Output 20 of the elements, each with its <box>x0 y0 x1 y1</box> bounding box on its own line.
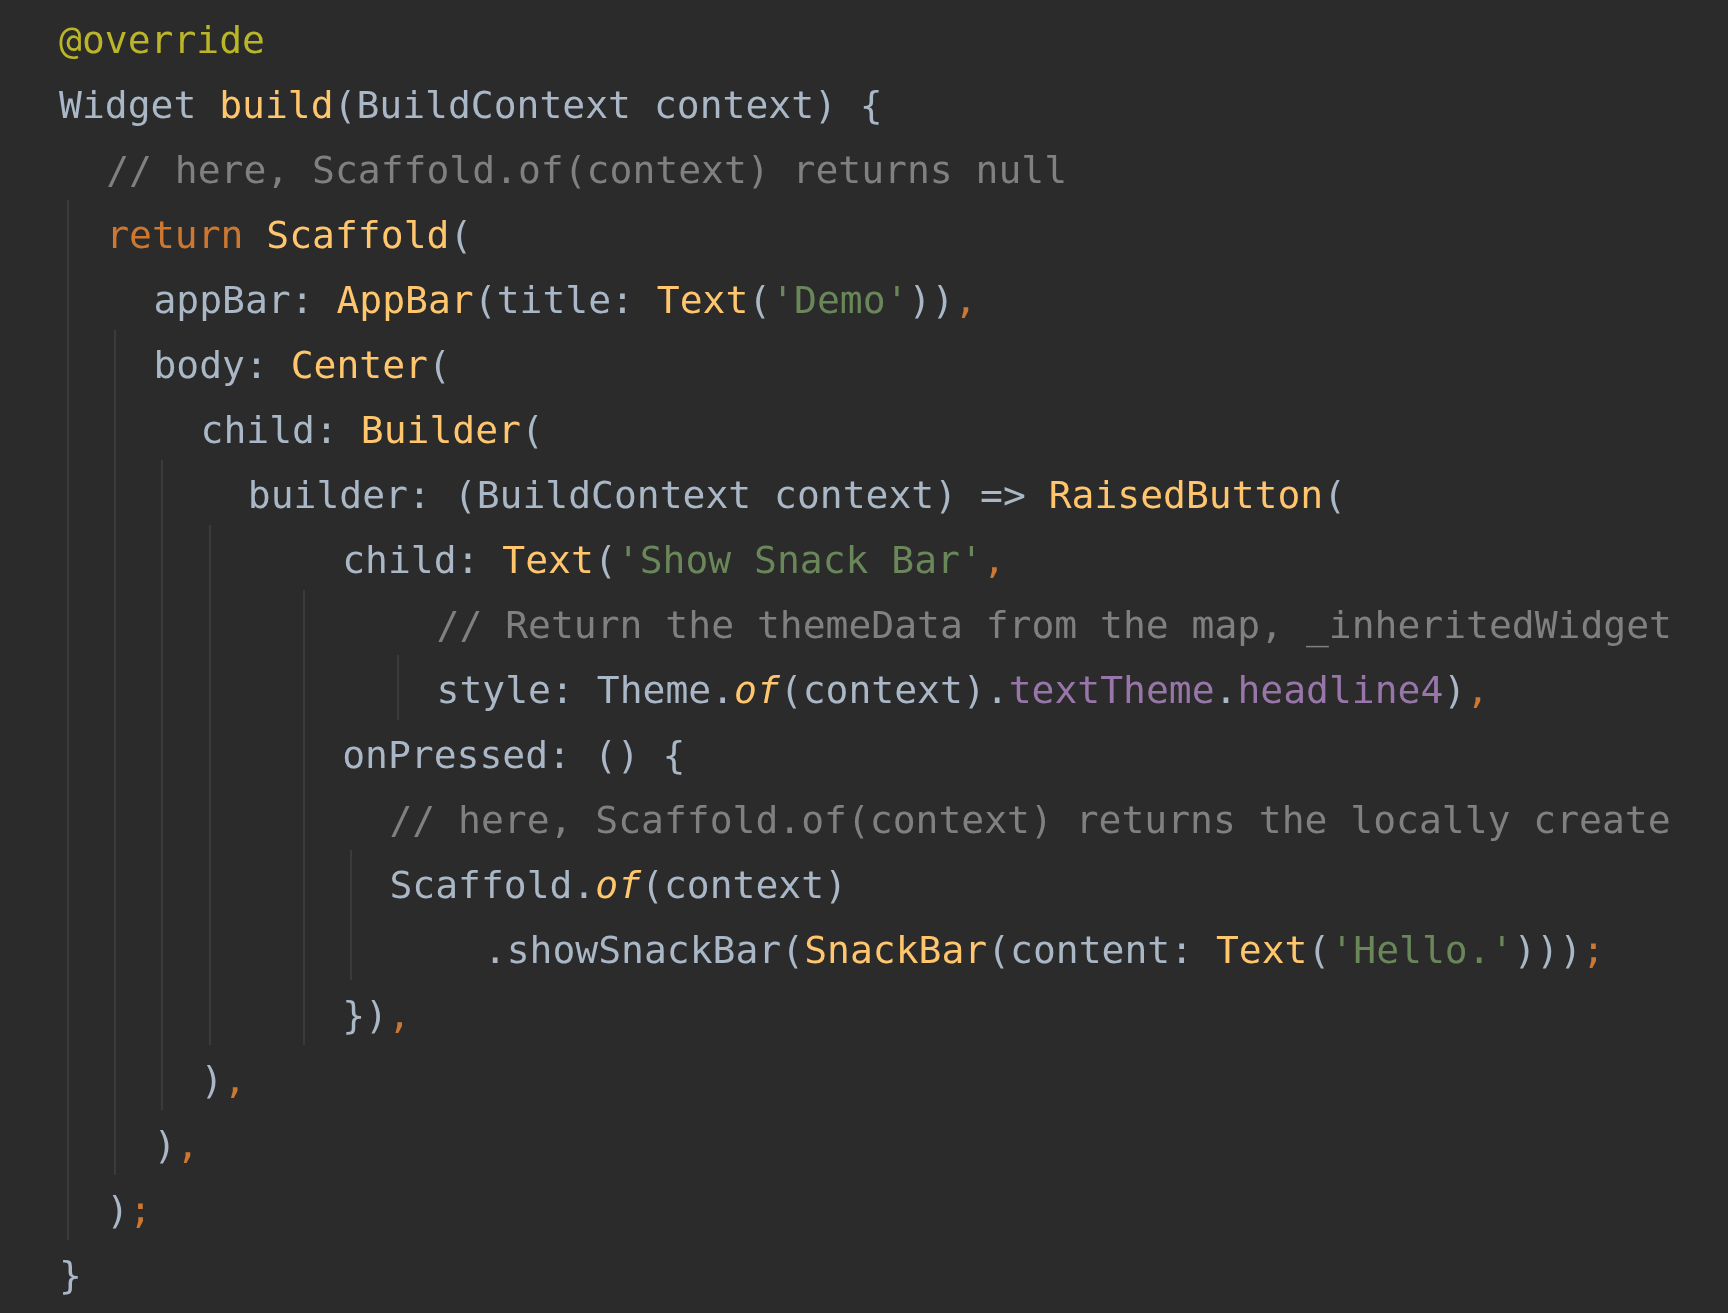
code-line: style: Theme.of(context).textTheme.headline4), <box>436 667 1490 714</box>
code-line: appBar: AppBar(title: Text('Demo')), <box>153 277 978 324</box>
code-line: body: Center( <box>153 342 451 389</box>
code-line: builder: (BuildContext context) => RaisedButton( <box>247 472 1347 519</box>
code-line: ), <box>200 1057 247 1104</box>
code-line: // here, Scaffold.of(context) returns the locally create <box>389 797 1671 844</box>
code-line: } <box>59 1252 82 1299</box>
code-line: return Scaffold( <box>106 212 473 259</box>
code-line: ), <box>153 1122 200 1169</box>
code-line: Widget build(BuildContext context) { <box>59 82 883 129</box>
code-line: // Return the themeData from the map, _inheritedWidget <box>436 602 1672 650</box>
code-line: }), <box>342 992 411 1039</box>
code-line: Scaffold.of(context) <box>389 862 847 909</box>
code-line: // here, Scaffold.of(context) returns null <box>106 147 1068 194</box>
code-line: child: Text('Show Snack Bar', <box>342 537 1006 584</box>
code-line: ); <box>106 1187 152 1234</box>
code-line: @override <box>59 17 265 64</box>
code-line: onPressed: () { <box>342 732 686 779</box>
code-line: child: Builder( <box>200 407 544 454</box>
code-line: .showSnackBar(SnackBar(content: Text('Hello.'))); <box>483 927 1605 974</box>
